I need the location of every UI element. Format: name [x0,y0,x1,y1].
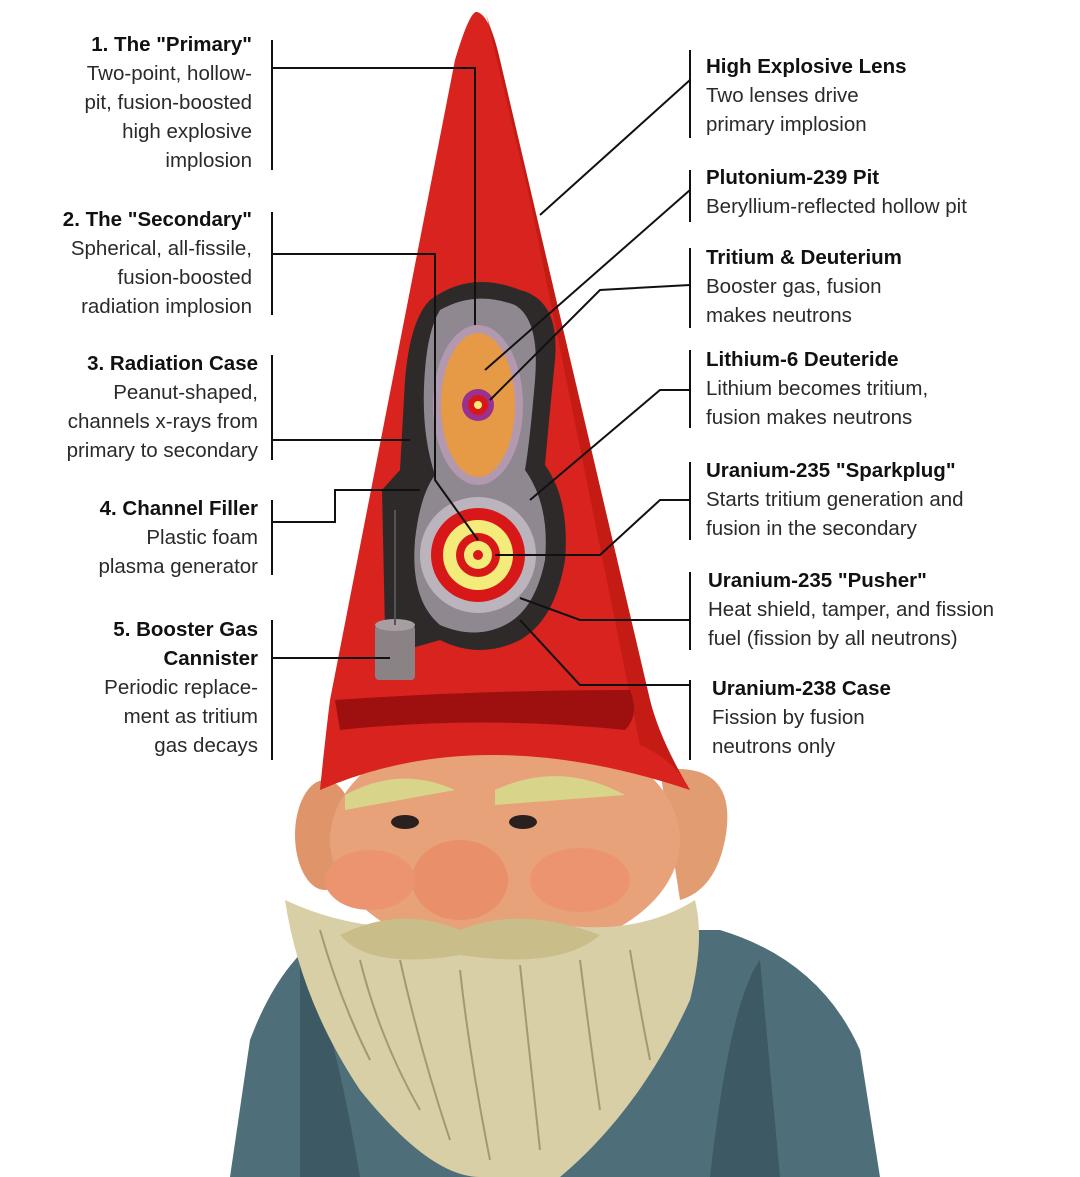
label-pusher: Uranium-235 "Pusher" Heat shield, tamper… [708,566,1073,653]
hat-shading [486,14,690,790]
label-primary-title: 1. The "Primary" [91,33,252,56]
label-lithium-deuteride: Lithium-6 Deuteride Lithium becomes trit… [706,345,1046,432]
gnome-beard [285,900,699,1177]
gnome-ear [660,768,728,900]
label-uranium-238-case-title: Uranium-238 Case [712,677,891,700]
gnome-eyebrow [495,776,625,805]
gnome-collar [710,960,780,1177]
label-secondary: 2. The "Secondary" Spherical, all-fissil… [10,205,252,321]
gnome-collar [300,960,360,1177]
booster-cannister [375,625,415,680]
label-uranium-238-case-desc: Fission by fusion neutrons only [712,706,865,758]
label-high-explosive-lens-title: High Explosive Lens [706,55,907,78]
label-radiation-case-title: 3. Radiation Case [87,352,258,375]
label-secondary-title: 2. The "Secondary" [62,208,252,231]
gnome-eye [509,815,537,829]
leader-lines [271,40,691,760]
label-primary: 1. The "Primary" Two-point, hollow- pit,… [20,30,252,175]
label-lithium-deuteride-desc: Lithium becomes tritium, fusion makes ne… [706,377,929,429]
label-pusher-desc: Heat shield, tamper, and fission fuel (f… [708,598,995,650]
gnome-mustache [340,918,600,960]
label-channel-filler: 4. Channel Filler Plastic foam plasma ge… [20,494,258,581]
label-secondary-desc: Spherical, all-fissile, fusion-boosted r… [70,237,252,318]
tritium-core-center [474,401,482,409]
label-pusher-title: Uranium-235 "Pusher" [708,569,927,592]
label-sparkplug: Uranium-235 "Sparkplug" Starts tritium g… [706,456,1066,543]
label-uranium-238-case: Uranium-238 Case Fission by fusion neutr… [712,674,1052,761]
label-plutonium-pit: Plutonium-239 Pit Beryllium-reflected ho… [706,163,1056,221]
gnome-cheek [530,848,630,912]
label-primary-desc: Two-point, hollow- pit, fusion-boosted h… [84,62,252,172]
label-tritium-deuterium: Tritium & Deuterium Booster gas, fusion … [706,243,1046,330]
label-booster-gas-desc: Periodic replace- ment as tritium gas de… [104,676,258,757]
label-high-explosive-lens: High Explosive Lens Two lenses drive pri… [706,52,1046,139]
label-booster-gas-title: 5. Booster Gas Cannister [113,618,258,670]
label-channel-filler-title: 4. Channel Filler [99,497,258,520]
beard-strands [319,929,651,1161]
label-plutonium-pit-desc: Beryllium-reflected hollow pit [706,195,967,218]
gnome-eyebrow [345,778,455,810]
label-high-explosive-lens-desc: Two lenses drive primary implosion [706,84,867,136]
label-channel-filler-desc: Plastic foam plasma generator [98,526,258,578]
label-sparkplug-desc: Starts tritium generation and fusion in … [706,488,964,540]
gnome-eye [391,815,419,829]
label-tritium-deuterium-title: Tritium & Deuterium [706,246,902,269]
label-sparkplug-title: Uranium-235 "Sparkplug" [706,459,956,482]
label-tritium-deuterium-desc: Booster gas, fusion makes neutrons [706,275,882,327]
sparkplug-core [473,550,483,560]
label-booster-gas: 5. Booster Gas Cannister Periodic replac… [20,615,258,760]
label-plutonium-pit-title: Plutonium-239 Pit [706,166,880,189]
label-radiation-case: 3. Radiation Case Peanut-shaped, channel… [10,349,258,465]
gnome-nose [412,840,508,920]
label-radiation-case-desc: Peanut-shaped, channels x-rays from prim… [66,381,258,462]
hat-brim [335,690,634,730]
gnome-cheek [325,850,415,910]
label-lithium-deuteride-title: Lithium-6 Deuteride [706,348,899,371]
